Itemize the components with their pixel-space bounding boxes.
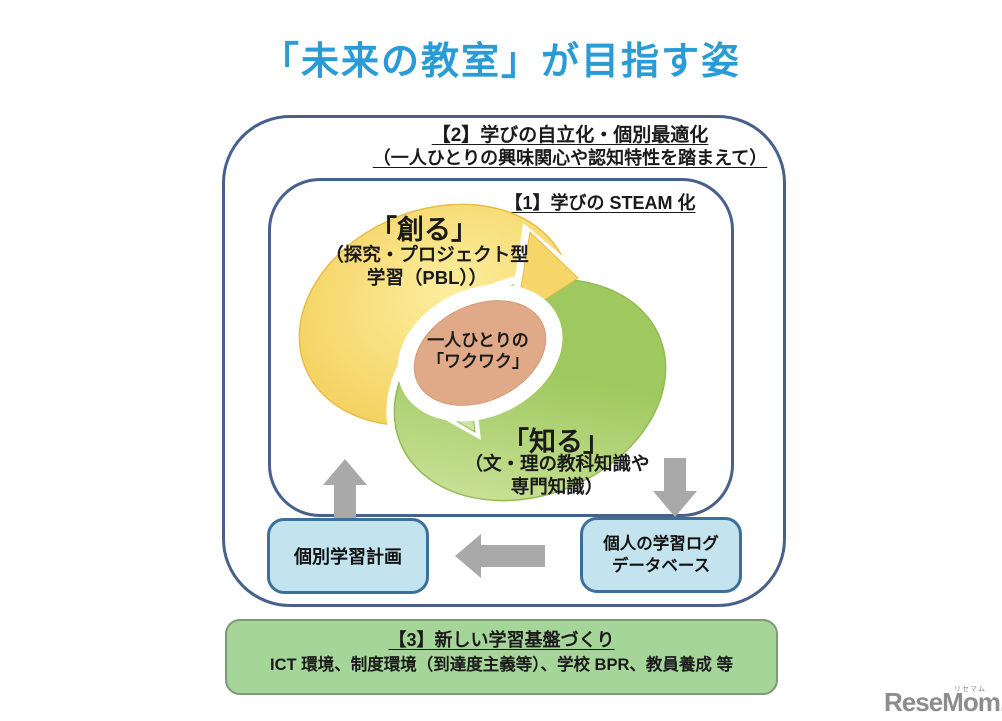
know-label: 「知る」 xyxy=(502,427,610,457)
foundation-heading: 【3】新しい学習基盤づくり xyxy=(388,630,615,650)
foundation-box: 【3】新しい学習基盤づくり ICT 環境、制度環境（到達度主義等）、学校 BPR… xyxy=(225,619,778,695)
resemom-logo-ruby: リセマム xyxy=(954,686,986,693)
learning-log-database-box: 個人の学習ログ データベース xyxy=(580,517,742,593)
page-title: 「未来の教室」が目指す姿 xyxy=(260,41,741,83)
outer-frame-heading: 【2】学びの自立化・個別最適化 xyxy=(431,125,709,146)
foundation-body: ICT 環境、制度環境（到達度主義等）、学校 BPR、教員養成 等 xyxy=(270,656,733,674)
arrow-down-icon xyxy=(653,458,697,517)
resemom-logo: リセマム ReseMom. xyxy=(884,684,1002,716)
resemom-logo-text: ReseMom. xyxy=(884,687,1002,717)
wakuwaku-ellipse xyxy=(413,300,547,406)
arrow-up-icon xyxy=(323,459,367,518)
wakuwaku-label: 一人ひとりの 「ワクワク」 xyxy=(427,331,529,371)
create-label: 「創る」 xyxy=(370,215,478,245)
know-sublabel: （文・理の教科知識や 専門知識） xyxy=(464,453,650,497)
inner-frame-heading: 【1】学びの STEAM 化 xyxy=(504,193,696,213)
arrow-left-icon xyxy=(455,534,545,578)
individual-learning-plan-box: 個別学習計画 xyxy=(267,518,429,594)
outer-frame-subheading: （一人ひとりの興味関心や認知特性を踏まえて） xyxy=(372,148,768,168)
steam-cycle-graphic xyxy=(298,203,674,509)
outer-frame-label: 【2】学びの自立化・個別最適化 （一人ひとりの興味関心や認知特性を踏まえて） xyxy=(350,124,790,170)
create-sublabel: （探究・プロジェクト型 学習（PBL）） xyxy=(325,244,529,288)
